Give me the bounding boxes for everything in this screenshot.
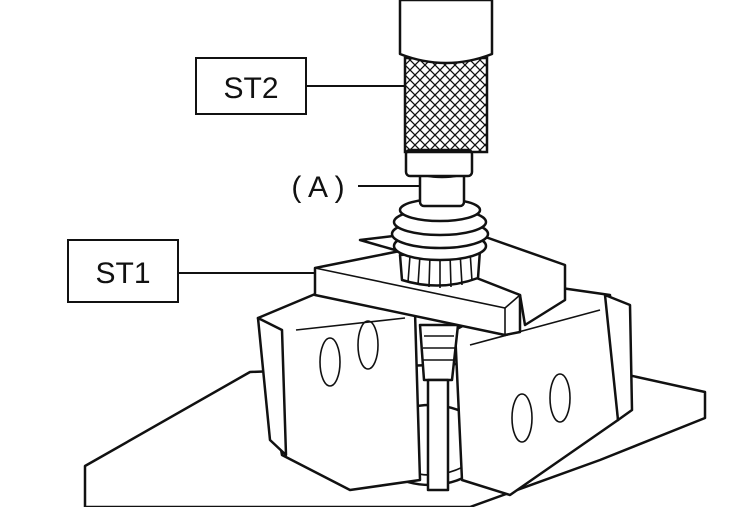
threaded-collar: [390, 197, 490, 288]
vise-jaw-right: [453, 283, 634, 497]
label-a-text: ( A ): [291, 171, 344, 204]
st2-handle: [398, 0, 494, 154]
label-st2: ST2: [195, 57, 405, 115]
label-a: ( A ): [291, 171, 420, 204]
label-st2-text: ST2: [223, 72, 278, 105]
shaft: [418, 323, 460, 492]
adapter-a: [404, 148, 474, 208]
label-st1-text: ST1: [95, 257, 150, 290]
label-st1: ST1: [67, 239, 315, 303]
